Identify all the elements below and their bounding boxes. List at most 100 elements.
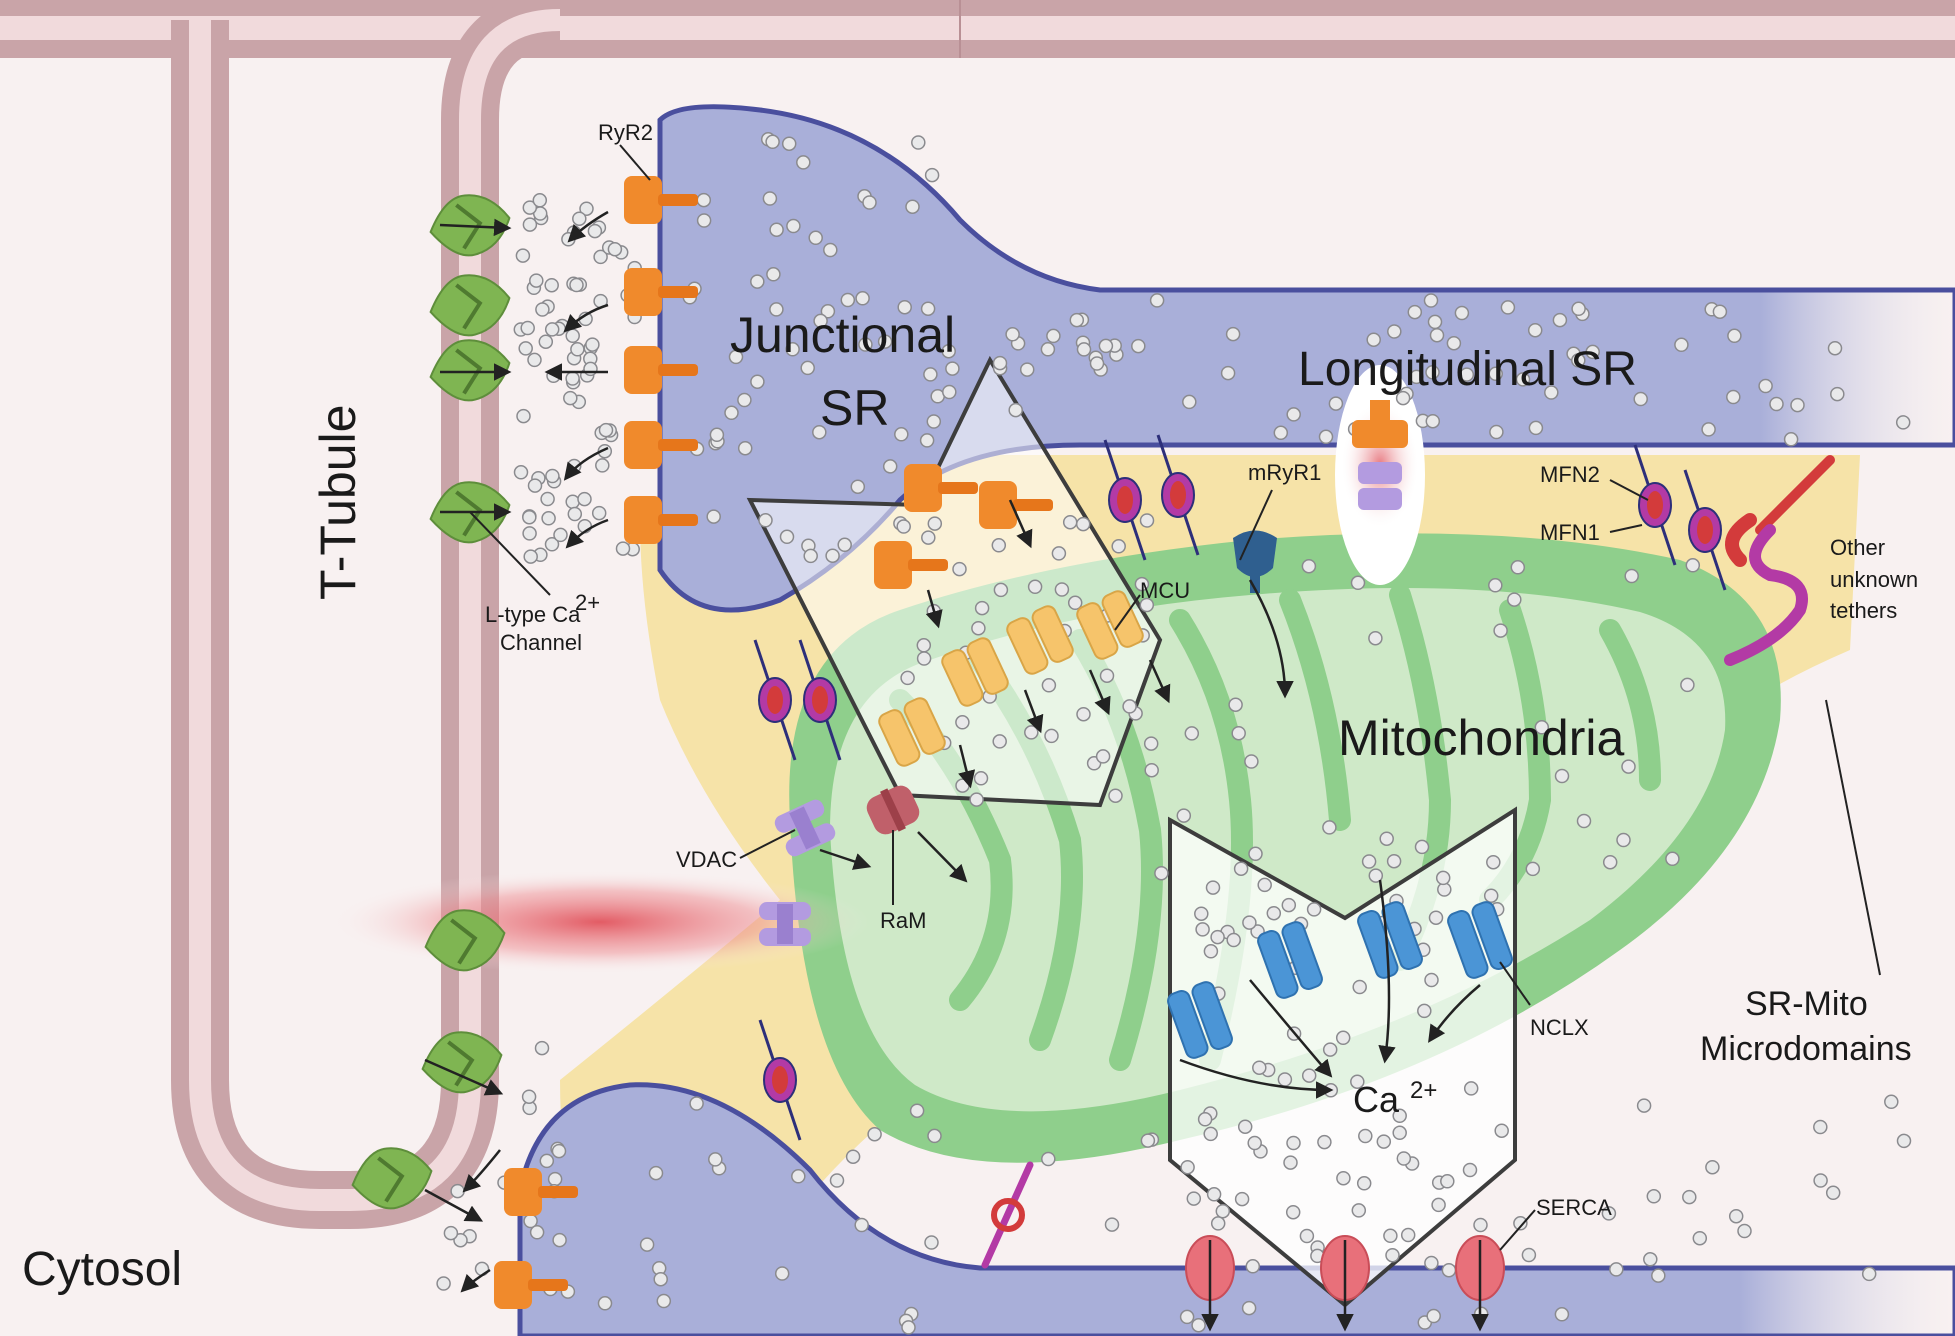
calcium-dot <box>1019 362 1035 377</box>
calcium-dot <box>544 277 559 293</box>
calcium-dot <box>1525 861 1541 877</box>
calcium-dot <box>579 201 594 216</box>
calcium-dot <box>1633 391 1648 407</box>
nclx-left <box>1167 989 1209 1059</box>
calcium-dot <box>567 506 583 522</box>
mfn-tethers <box>753 434 1727 1141</box>
nclx-channel <box>1257 921 1323 999</box>
calcium-dot <box>1139 513 1155 528</box>
ltype-channel-pore <box>455 348 483 395</box>
calcium-dot <box>1069 312 1085 328</box>
calcium-dot <box>924 1235 939 1250</box>
ryr2-body <box>624 268 662 316</box>
calcium-dot <box>1424 1255 1439 1271</box>
calcium-dot <box>1247 1135 1262 1151</box>
ltype-channel-pore <box>377 1156 405 1203</box>
calcium-dot <box>1527 322 1543 338</box>
calcium-dot <box>1386 853 1402 869</box>
flux-arrows <box>424 210 1481 1293</box>
bottom-sr <box>517 1082 1955 1336</box>
calcium-dot <box>1099 668 1115 683</box>
calcium-dot <box>1076 706 1091 722</box>
calcium-dot <box>1286 1135 1301 1151</box>
calcium-dot <box>845 1149 861 1164</box>
calcium-dot <box>1352 979 1367 995</box>
calcium-dot <box>1462 1162 1478 1178</box>
leader-lines <box>469 144 1881 1251</box>
calcium-dot <box>1376 1134 1392 1149</box>
calcium-dot <box>615 541 631 556</box>
calcium-dot <box>1643 1252 1658 1267</box>
calcium-dot <box>1528 420 1544 436</box>
vdac-channel-hotspot <box>759 902 811 946</box>
flux-arrow <box>563 446 609 481</box>
mcu-left <box>878 709 921 767</box>
calcium-dot <box>1206 1187 1222 1202</box>
calcium-dot <box>1368 868 1384 883</box>
mcu-left <box>1006 617 1049 675</box>
calcium-dot <box>595 458 610 473</box>
flux-arrow <box>1008 499 1033 549</box>
calcium-dot <box>1423 293 1439 308</box>
calcium-dot <box>991 538 1007 553</box>
calcium-dot <box>1396 1151 1412 1166</box>
ryr2-channel <box>624 268 698 316</box>
junctional-sr-label-2: SR <box>820 380 889 436</box>
flux-arrow <box>1148 659 1171 704</box>
calcium-dot <box>923 367 938 382</box>
calcium-dot <box>1609 1262 1624 1277</box>
calcium-dot <box>1027 579 1043 595</box>
calcium-dot <box>597 1296 613 1311</box>
calcium-dot <box>1813 1119 1828 1135</box>
calcium-dot <box>1134 576 1150 592</box>
flux-arrow <box>439 218 512 237</box>
calcium-dot <box>724 405 739 421</box>
ryr2-foot <box>658 286 698 298</box>
ltype-channel-body <box>351 1147 433 1210</box>
calcium-dot <box>522 200 538 215</box>
calcium-dot <box>1435 870 1451 886</box>
calcium-dot <box>813 313 828 329</box>
calcium-dot <box>1350 575 1366 591</box>
calcium-dot <box>648 1165 664 1181</box>
other-tether-bottom <box>981 1161 1034 1269</box>
mcu-right <box>1031 605 1074 663</box>
serca-pump <box>1320 1235 1370 1332</box>
calcium-dot <box>1186 1191 1202 1206</box>
calcium-dot <box>927 516 943 531</box>
calcium-dot <box>527 478 543 493</box>
nclx-channels <box>1167 901 1513 1059</box>
calcium-dot <box>1108 788 1123 803</box>
tether-mfn1 <box>772 1066 788 1094</box>
calcium-dot <box>1041 678 1057 693</box>
serca-pumps <box>1185 1235 1505 1332</box>
calcium-dot <box>766 267 781 282</box>
mitochondria-label: Mitochondria <box>1338 710 1624 766</box>
calcium-dot <box>708 1152 723 1167</box>
calcium-dot <box>565 328 580 344</box>
ryr2-body <box>624 346 662 394</box>
calcium-dot <box>862 195 877 210</box>
flux-arrow <box>567 210 609 243</box>
calcium-dot <box>522 217 538 232</box>
serca-pump <box>1455 1235 1505 1332</box>
calcium-dot <box>1571 301 1586 317</box>
calcium-dot <box>563 390 578 406</box>
calcium-dot <box>750 374 765 389</box>
ltype-channel-pore <box>455 203 483 250</box>
other-label-1: Other <box>1830 535 1885 560</box>
calcium-dot <box>1203 944 1219 959</box>
calcium-dot <box>796 155 811 170</box>
tether-mfn1 <box>767 686 783 714</box>
mfn-tether <box>1683 469 1727 591</box>
calcium-dot <box>1184 726 1200 741</box>
calcium-dot <box>553 527 568 543</box>
calcium-dot <box>1067 595 1083 611</box>
calcium-dot <box>1701 422 1716 437</box>
calcium-dot <box>1400 1227 1416 1243</box>
calcium-dot <box>1424 972 1439 988</box>
calcium-dot <box>1301 1068 1317 1083</box>
calcium-dot <box>1285 1204 1301 1220</box>
calcium-dot <box>551 1143 567 1159</box>
